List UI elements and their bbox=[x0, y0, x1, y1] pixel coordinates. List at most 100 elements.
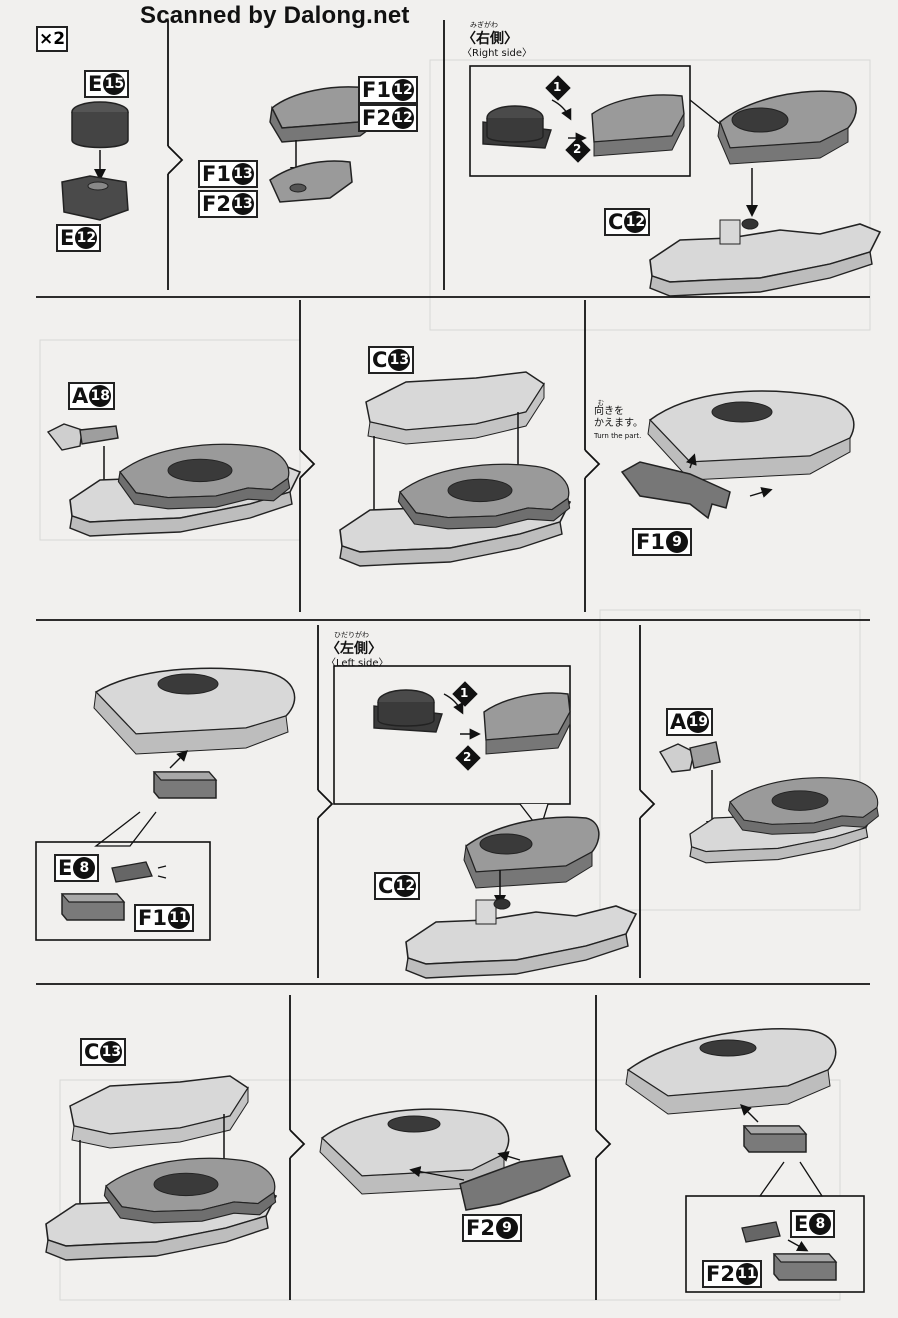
label-c13-bottom-number: 13 bbox=[100, 1041, 123, 1063]
label-f2-9-number: 9 bbox=[495, 1217, 518, 1239]
label-e8-left-letter: E bbox=[58, 856, 73, 880]
part-a18 bbox=[46, 423, 119, 451]
label-e8-right-letter: E bbox=[794, 1212, 809, 1236]
label-f1-13-letter: F1 bbox=[202, 162, 231, 186]
left-side-english: 〈Left side〉 bbox=[326, 658, 389, 669]
assembly-right-top bbox=[717, 90, 857, 165]
label-f1-9-number: 9 bbox=[665, 531, 688, 553]
assembly-left-top bbox=[463, 816, 600, 889]
label-c12-top-number: 12 bbox=[624, 211, 647, 233]
label-f1-12-letter: F1 bbox=[362, 78, 391, 102]
part-e8-pin-left bbox=[111, 861, 167, 883]
left-side-ruby: ひだりがわ bbox=[334, 631, 369, 639]
label-e12-letter: E bbox=[60, 226, 75, 250]
detail-wedge-right bbox=[591, 94, 685, 157]
assembly-row3-left bbox=[93, 667, 296, 755]
assembly-row3-right bbox=[689, 777, 879, 864]
label-f2-11-letter: F2 bbox=[706, 1262, 735, 1286]
label-f1-12-number: 12 bbox=[391, 79, 414, 101]
step-markers bbox=[452, 75, 591, 771]
label-e15-letter: E bbox=[88, 72, 103, 96]
turn-english: Turn the part. bbox=[594, 432, 642, 440]
detail-wedge-left bbox=[483, 692, 571, 755]
assembly-row2-right bbox=[647, 390, 855, 481]
label-f1-9-letter: F1 bbox=[636, 530, 665, 554]
watermark: Scanned by Dalong.net bbox=[140, 2, 410, 29]
label-e8-right-number: 8 bbox=[809, 1213, 832, 1235]
right-side-heading: 〈右側〉 bbox=[462, 31, 518, 47]
label-c13-bottom-letter: C bbox=[84, 1040, 100, 1064]
label-f1-13-number: 13 bbox=[231, 163, 254, 185]
assembly-row4-right bbox=[625, 1028, 837, 1115]
part-f1-11-block bbox=[153, 771, 217, 799]
part-c13-cover-bottom bbox=[69, 1075, 250, 1149]
bleed-through-background bbox=[39, 59, 871, 1301]
part-a19 bbox=[658, 741, 721, 773]
label-a19-number: 19 bbox=[687, 711, 710, 733]
part-c12-frame-left bbox=[405, 898, 637, 979]
assembly-row4-mid bbox=[319, 1108, 510, 1195]
left-side-heading: 〈左側〉 bbox=[326, 641, 382, 657]
label-e8-left-number: 8 bbox=[73, 857, 96, 879]
label-a18-number: 18 bbox=[89, 385, 112, 407]
part-f2-9 bbox=[459, 1155, 571, 1211]
part-f1-9 bbox=[620, 461, 731, 520]
label-f1-11-letter: F1 bbox=[138, 906, 167, 930]
detail-knob-right bbox=[482, 105, 552, 149]
label-c13-mid-number: 13 bbox=[388, 349, 411, 371]
step-number-2-right: 2 bbox=[573, 142, 582, 156]
part-e15-cap bbox=[71, 101, 129, 149]
step-number-1-left: 1 bbox=[460, 686, 469, 700]
part-e12-base bbox=[61, 175, 129, 221]
label-a19-letter: A bbox=[670, 710, 687, 734]
label-f2-11-number: 11 bbox=[735, 1263, 758, 1285]
detail-boxes bbox=[35, 65, 865, 1293]
label-f2-12-number: 12 bbox=[391, 107, 414, 129]
label-c13-mid-letter: C bbox=[372, 348, 388, 372]
part-f2-11-small bbox=[773, 1253, 837, 1281]
label-f2-12-letter: F2 bbox=[362, 106, 391, 130]
label-a18-letter: A bbox=[72, 384, 89, 408]
panel-dividers bbox=[36, 20, 870, 1300]
label-e12-number: 12 bbox=[75, 227, 98, 249]
turn-ruby: む bbox=[598, 400, 605, 407]
part-c12-frame-right bbox=[649, 218, 881, 297]
part-f1-11-small bbox=[61, 893, 125, 921]
part-c13-cover bbox=[365, 371, 546, 445]
right-side-english: 〈Right side〉 bbox=[462, 48, 532, 59]
part-f2-11-block bbox=[743, 1125, 807, 1153]
label-e15-number: 15 bbox=[103, 73, 126, 95]
quantity-multiplier: ×2 bbox=[36, 26, 68, 52]
label-f2-9-letter: F2 bbox=[466, 1216, 495, 1240]
label-c12-top-letter: C bbox=[608, 210, 624, 234]
turn-jp-line1: 向きを bbox=[594, 406, 624, 417]
label-f2-13-number: 13 bbox=[231, 193, 254, 215]
label-c12-mid-number: 12 bbox=[394, 875, 417, 897]
step-number-2-left: 2 bbox=[463, 750, 472, 764]
label-f2-13-letter: F2 bbox=[202, 192, 231, 216]
detail-knob-left bbox=[373, 689, 443, 733]
step-number-1-right: 1 bbox=[553, 80, 562, 94]
part-e8-pin-right bbox=[741, 1221, 781, 1243]
label-f1-11-number: 11 bbox=[167, 907, 190, 929]
turn-jp-line2: かえます。 bbox=[594, 418, 643, 429]
